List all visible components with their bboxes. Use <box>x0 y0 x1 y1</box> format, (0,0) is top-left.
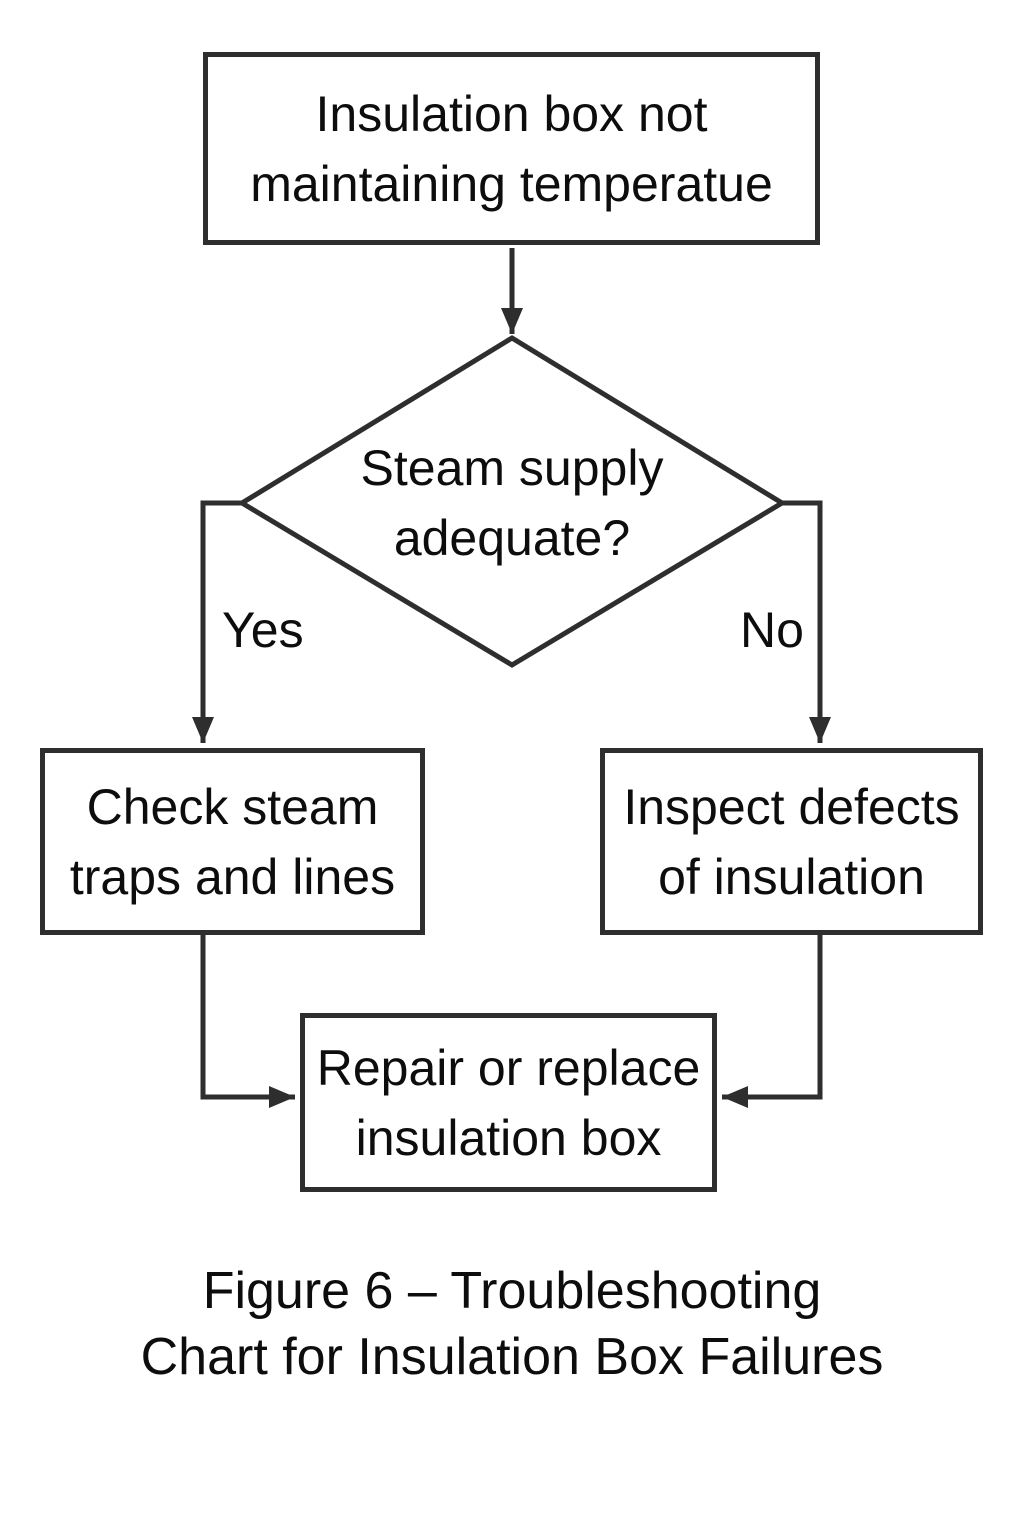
node-final-action-text-line2: insulation box <box>355 1109 662 1166</box>
edge-label-no: No <box>740 602 804 658</box>
node-start: Insulation box not maintaining temperatu… <box>203 52 820 245</box>
node-final-action-text-line1: Repair or replace <box>316 1039 701 1096</box>
figure-caption-line2: Chart for Insulation Box Failures <box>140 1328 884 1386</box>
node-yes-action-text-line2: traps and lines <box>69 848 396 905</box>
decision-diamond-shape <box>237 335 787 668</box>
figure-caption: Figure 6 – Troubleshooting Chart for Ins… <box>0 1258 1024 1390</box>
edge-yes-branch <box>192 500 244 743</box>
edge-label-yes: Yes <box>222 602 304 658</box>
edge-yes-action-to-final <box>200 933 295 1108</box>
node-decision-text-line1: Steam supply <box>360 440 664 496</box>
node-no-action-text-line1: Inspect defects <box>623 778 960 835</box>
edge-no-branch <box>780 500 831 743</box>
node-decision-text-line2: adequate? <box>393 510 631 566</box>
node-start-text-line2: maintaining temperatue <box>250 155 773 212</box>
node-no-action: Inspect defects of insulation <box>600 748 983 935</box>
edge-no-action-to-final <box>722 933 823 1108</box>
node-no-action-text-line2: of insulation <box>658 848 925 905</box>
node-final-action: Repair or replace insulation box <box>300 1013 717 1192</box>
node-yes-action: Check steam traps and lines <box>40 748 425 935</box>
node-decision: Steam supply adequate? <box>312 428 712 578</box>
figure-caption-line1: Figure 6 – Troubleshooting <box>202 1262 822 1320</box>
node-yes-action-text-line1: Check steam <box>86 778 379 835</box>
node-start-text-line1: Insulation box not <box>315 85 708 142</box>
